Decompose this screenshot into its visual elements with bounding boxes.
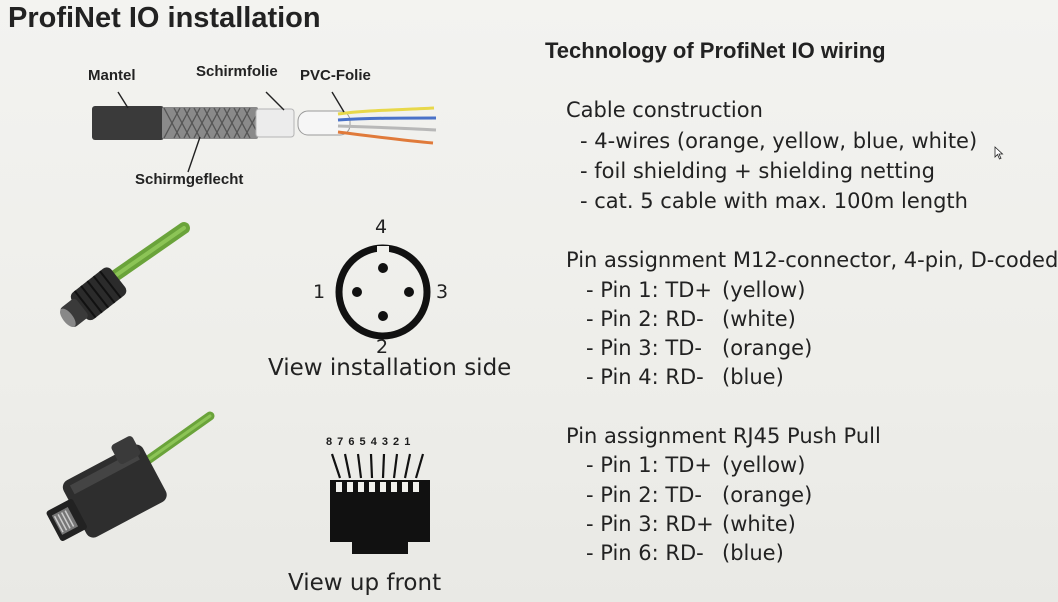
m12-pin-row-1-color: (yellow): [722, 278, 806, 302]
m12-pin-label-4: 4: [375, 216, 388, 238]
rj45-pin-row-4: - Pin 6: RD-: [586, 541, 704, 565]
m12-caption: View installation side: [268, 355, 512, 381]
rj45-pin-row-2-color: (orange): [722, 483, 813, 507]
rj45-pin-row-1: - Pin 1: TD+: [586, 453, 712, 477]
wire-white: [337, 124, 437, 132]
rj45-pin-row-2: - Pin 2: TD-: [586, 483, 702, 507]
rj45-face-icon: [330, 453, 430, 554]
m12-face-icon: [335, 244, 431, 340]
label-mantel: Mantel: [88, 67, 136, 84]
rj45-assignment-heading: Pin assignment RJ45 Push Pull: [566, 424, 881, 448]
m12-pin-row-4: - Pin 4: RD-: [586, 365, 704, 389]
slide: ProfiNet IO installation Technology of P…: [8, 2, 1058, 596]
m12-pin-row-2: - Pin 2: RD-: [586, 307, 704, 331]
slide-title: ProfiNet IO installation: [8, 2, 321, 34]
m12-pin-1: [352, 287, 362, 297]
m12-pin-2: [378, 311, 388, 321]
m12-pin-label-3: 3: [436, 281, 449, 303]
rj45-pin-row-1-color: (yellow): [722, 453, 806, 477]
rj45-pin-row-3: - Pin 3: RD+: [586, 512, 714, 536]
m12-pin-row-3-color: (orange): [722, 336, 813, 360]
rj45-pin-row-3-color: (white): [722, 512, 796, 536]
wire-blue: [337, 116, 437, 122]
m12-assignment-heading: Pin assignment M12-connector, 4-pin, D-c…: [566, 248, 1058, 272]
cable-illustration: [92, 91, 437, 173]
m12-pin-label-1: 1: [313, 281, 326, 303]
m12-connector-image: [60, 222, 190, 327]
wire-yellow: [337, 106, 435, 116]
m12-pin-row-4-color: (blue): [722, 365, 784, 389]
cable-construction-heading: Cable construction: [566, 98, 763, 122]
wire-orange: [337, 130, 434, 145]
mouse-cursor-icon: [994, 146, 1004, 160]
rj45-pin-row-4-color: (blue): [722, 541, 784, 565]
m12-pin-row-3: - Pin 3: TD-: [586, 336, 702, 360]
rj45-connector-image: [46, 411, 215, 541]
label-schirmgeflecht: Schirmgeflecht: [135, 171, 244, 188]
m12-pin-label-2: 2: [376, 336, 389, 358]
m12-pin-row-2-color: (white): [722, 307, 796, 331]
cable-construction-item: - foil shielding + shielding netting: [580, 159, 935, 183]
label-pvc-folie: PVC-Folie: [300, 67, 371, 84]
cable-construction-item: - 4-wires (orange, yellow, blue, white): [580, 129, 978, 153]
rj45-caption: View up front: [288, 570, 442, 596]
m12-pin-row-1: - Pin 1: TD+: [586, 278, 712, 302]
m12-pin-3: [404, 287, 414, 297]
label-schirmfolie: Schirmfolie: [196, 63, 278, 80]
slide-subtitle: Technology of ProfiNet IO wiring: [545, 38, 886, 63]
m12-pin-4: [378, 263, 388, 273]
cable-construction-item: - cat. 5 cable with max. 100m length: [580, 189, 968, 213]
rj45-pin-numbers: 8 7 6 5 4 3 2 1: [326, 436, 412, 448]
